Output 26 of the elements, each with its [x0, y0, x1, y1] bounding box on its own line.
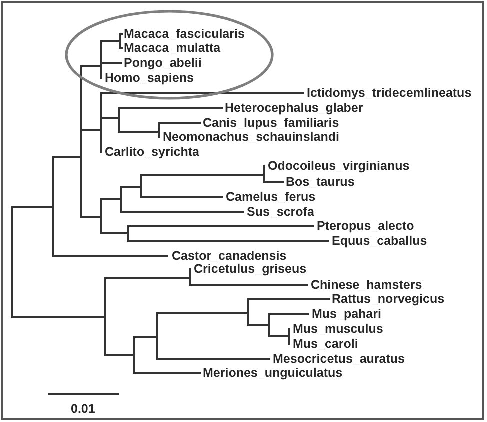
species-label: Carlito_syrichta	[105, 145, 200, 159]
highlight-ellipse	[65, 10, 274, 100]
species-label: Macaca_mulatta	[124, 41, 221, 55]
species-label: Mus_pahari	[312, 307, 382, 321]
species-label: Heterocephalus_glaber	[225, 101, 364, 115]
species-label: Meriones_unguiculatus	[203, 366, 343, 380]
species-label: Pteropus_alecto	[317, 219, 414, 233]
species-label: Pongo_abelii	[124, 56, 202, 70]
species-label: Castor_canadensis	[172, 249, 287, 263]
species-label: Neomonachus_schauinslandi	[163, 130, 340, 144]
species-label: Canis_lupus_familiaris	[203, 116, 340, 130]
species-label: Odocoileus_virginianus	[268, 159, 410, 173]
species-label: Camelus_ferus	[226, 190, 316, 204]
species-label: Sus_scrofa	[247, 205, 314, 219]
species-label: Ictidomys_tridecemlineatus	[307, 86, 472, 100]
species-label: Cricetulus_griseus	[194, 262, 307, 276]
species-label: Homo_sapiens	[105, 71, 194, 85]
scale-label: 0.01	[71, 402, 96, 416]
species-label: Mus_musculus	[293, 322, 384, 336]
species-label: Bos_taurus	[286, 175, 355, 189]
species-label: Chinese_hamsters	[311, 278, 422, 292]
species-label: Mus_caroli	[293, 337, 358, 351]
species-label: Equus_caballus	[332, 234, 428, 248]
species-label: Mesocricetus_auratus	[273, 352, 406, 366]
species-label: Rattus_norvegicus	[332, 292, 445, 306]
species-label: Macaca_fascicularis	[124, 27, 245, 41]
